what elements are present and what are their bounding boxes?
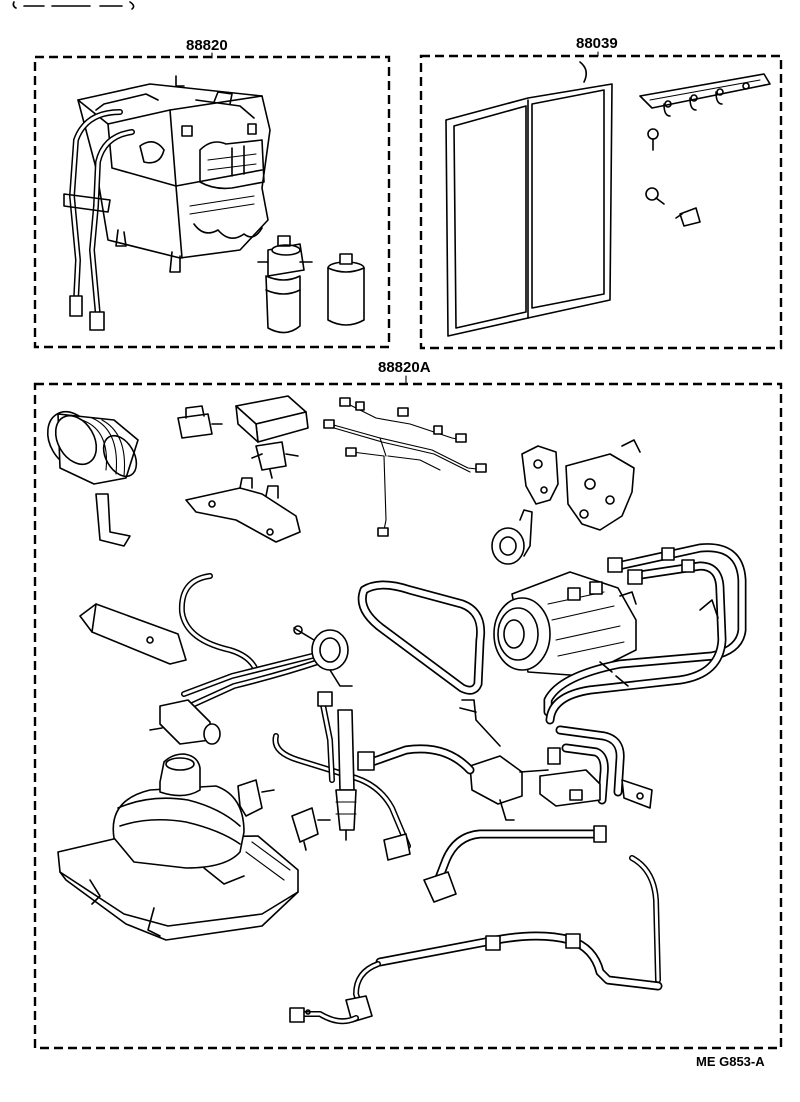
group-label-88820a: 88820A — [378, 359, 431, 376]
liquid-line-icon — [272, 733, 411, 861]
small-bracket-icon — [291, 807, 331, 851]
small-bracket-icon — [95, 493, 131, 547]
idler-pulley-icon — [491, 509, 533, 565]
air-duct-icon — [46, 410, 139, 485]
suction-hose-icon — [555, 725, 653, 809]
muffler-pipe-icon — [317, 691, 357, 841]
evaporator-unit-icon — [77, 75, 271, 273]
refrigerant-line-icon — [543, 543, 747, 725]
wiring-harness-icon — [323, 397, 487, 537]
relay-icon — [177, 405, 223, 439]
clip-icon — [675, 207, 701, 227]
line-manifold-icon — [459, 699, 601, 821]
condenser-icon — [445, 61, 613, 337]
lower-hose-icon — [289, 855, 663, 1025]
vacuum-actuator-icon — [293, 625, 353, 687]
group-frame — [419, 54, 783, 350]
blower-unit-icon — [57, 753, 299, 941]
header-fragment — [12, 1, 135, 10]
group-label-88039: 88039 — [576, 35, 618, 52]
vacuum-hose-icon — [178, 573, 323, 709]
group-frame — [33, 382, 783, 1050]
amplifier-box-icon — [235, 395, 309, 443]
group-88039: 88039 — [419, 35, 783, 350]
rail-bracket-icon — [79, 603, 187, 665]
condenser-bracket-icon — [639, 73, 771, 117]
screw-icon — [645, 187, 665, 205]
evaporator-pipes-icon — [63, 109, 165, 331]
lower-hose-icon — [423, 825, 607, 903]
screw-icon — [647, 128, 659, 151]
vacuum-switch-icon — [149, 699, 221, 745]
mounting-plate-icon — [185, 477, 301, 543]
compressor-icon — [493, 571, 637, 677]
discharge-hose-icon — [357, 744, 475, 775]
group-frame — [33, 55, 391, 349]
group-88820: 88820 — [33, 37, 391, 349]
drive-belt-icon — [357, 580, 486, 695]
sensor-icon — [251, 441, 299, 479]
group-label-88820: 88820 — [186, 37, 228, 54]
compressor-bracket-icon — [521, 439, 641, 531]
receiver-tank-icon — [257, 235, 313, 334]
reference-code: ME G853-A — [696, 1054, 765, 1069]
small-bracket-icon — [237, 779, 275, 817]
dryer-cylinder-icon — [327, 253, 365, 326]
group-88820a: 88820A — [33, 359, 783, 1050]
